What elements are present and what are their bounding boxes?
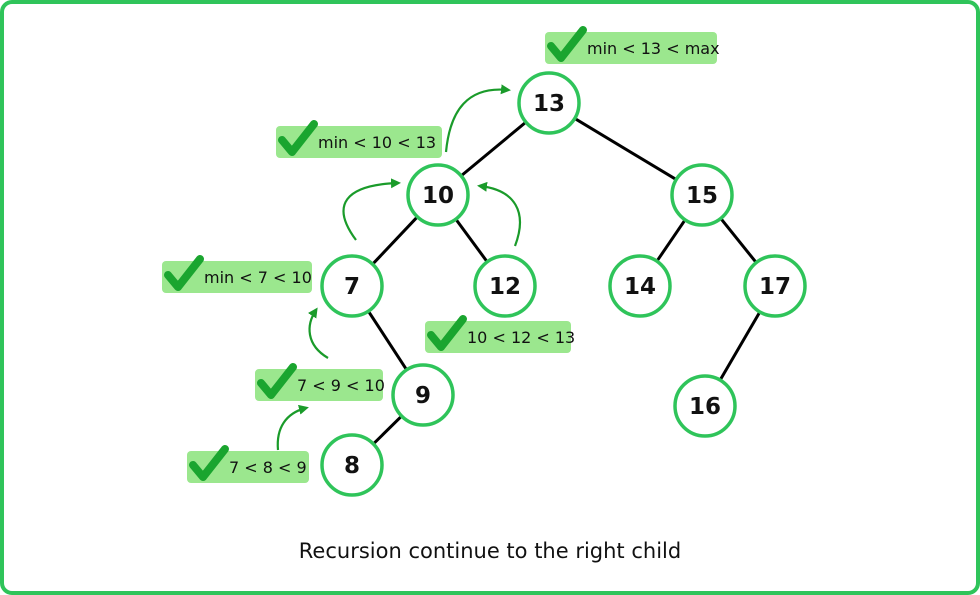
condition-badge-12: 10 < 12 < 13 [425,315,575,353]
edge-9-8 [372,414,403,446]
condition-badge-8: 7 < 8 < 9 [187,445,309,483]
node-label: 9 [415,383,431,409]
arrow-8-to-9 [276,404,309,451]
badge-background [276,126,442,158]
badge-label: 7 < 9 < 10 [297,376,385,395]
edge-13-10 [460,120,527,178]
node-label: 7 [344,274,360,300]
check-icon [164,255,204,291]
arrow-9-to-7 [307,307,329,359]
recursion-arrows [276,84,521,451]
badge-label: min < 7 < 10 [204,268,312,287]
tree-node-16: 16 [673,374,737,438]
check-icon [427,315,467,351]
edge-17-16 [718,311,762,381]
badge-label: min < 10 < 13 [318,133,436,152]
check-icon [547,26,587,62]
edge-10-12 [454,218,489,263]
edge-15-14 [655,218,687,263]
check-icon [189,445,229,481]
edge-7-9 [367,310,408,371]
condition-badge-13: min < 13 < max [545,26,720,64]
edge-10-7 [371,215,419,266]
node-circle [517,71,581,135]
tree-node-15: 15 [670,163,734,227]
node-circle [473,254,537,318]
arrow-7-to-10 [342,178,401,241]
tree-node-7: 7 [320,254,384,318]
check-icon [257,363,297,399]
node-label: 13 [533,91,565,117]
node-circle [391,363,455,427]
badges-layer: min < 13 < max min < 10 < 13 min < 7 < 10 1… [162,26,720,483]
tree-node-8: 8 [320,433,384,497]
node-label: 15 [686,183,718,209]
tree-node-12: 12 [473,254,537,318]
node-circle [670,163,734,227]
edges-layer [367,117,762,446]
node-label: 10 [422,183,454,209]
condition-badge-10: min < 10 < 13 [276,120,442,158]
node-circle [743,254,807,318]
condition-badge-7: min < 7 < 10 [162,255,312,293]
badge-background [545,32,717,64]
tree-node-10: 10 [406,163,470,227]
arrow-10-to-13 [444,84,511,153]
node-label: 14 [624,274,656,300]
node-circle [673,374,737,438]
tree-node-17: 17 [743,254,807,318]
condition-badge-9: 7 < 9 < 10 [255,363,385,401]
badge-background [162,261,312,293]
node-circle [320,433,384,497]
node-label: 16 [689,394,721,420]
check-icon [278,120,318,156]
node-circle [608,254,672,318]
arrow-12-to-10 [477,181,521,247]
node-circle [406,163,470,227]
node-circle [320,254,384,318]
tree-node-14: 14 [608,254,672,318]
edge-15-17 [719,217,758,264]
tree-node-13: 13 [517,71,581,135]
badge-background [425,321,571,353]
node-label: 17 [759,274,791,300]
diagram-caption: Recursion continue to the right child [299,539,681,563]
badge-label: 7 < 8 < 9 [229,458,307,477]
badge-label: 10 < 12 < 13 [467,328,575,347]
node-label: 12 [489,274,521,300]
badge-label: min < 13 < max [587,39,720,58]
node-label: 8 [344,453,360,479]
tree-node-9: 9 [391,363,455,427]
nodes-layer: 13 10 15 7 12 14 17 9 16 8 [320,71,807,497]
edge-13-15 [573,117,678,181]
